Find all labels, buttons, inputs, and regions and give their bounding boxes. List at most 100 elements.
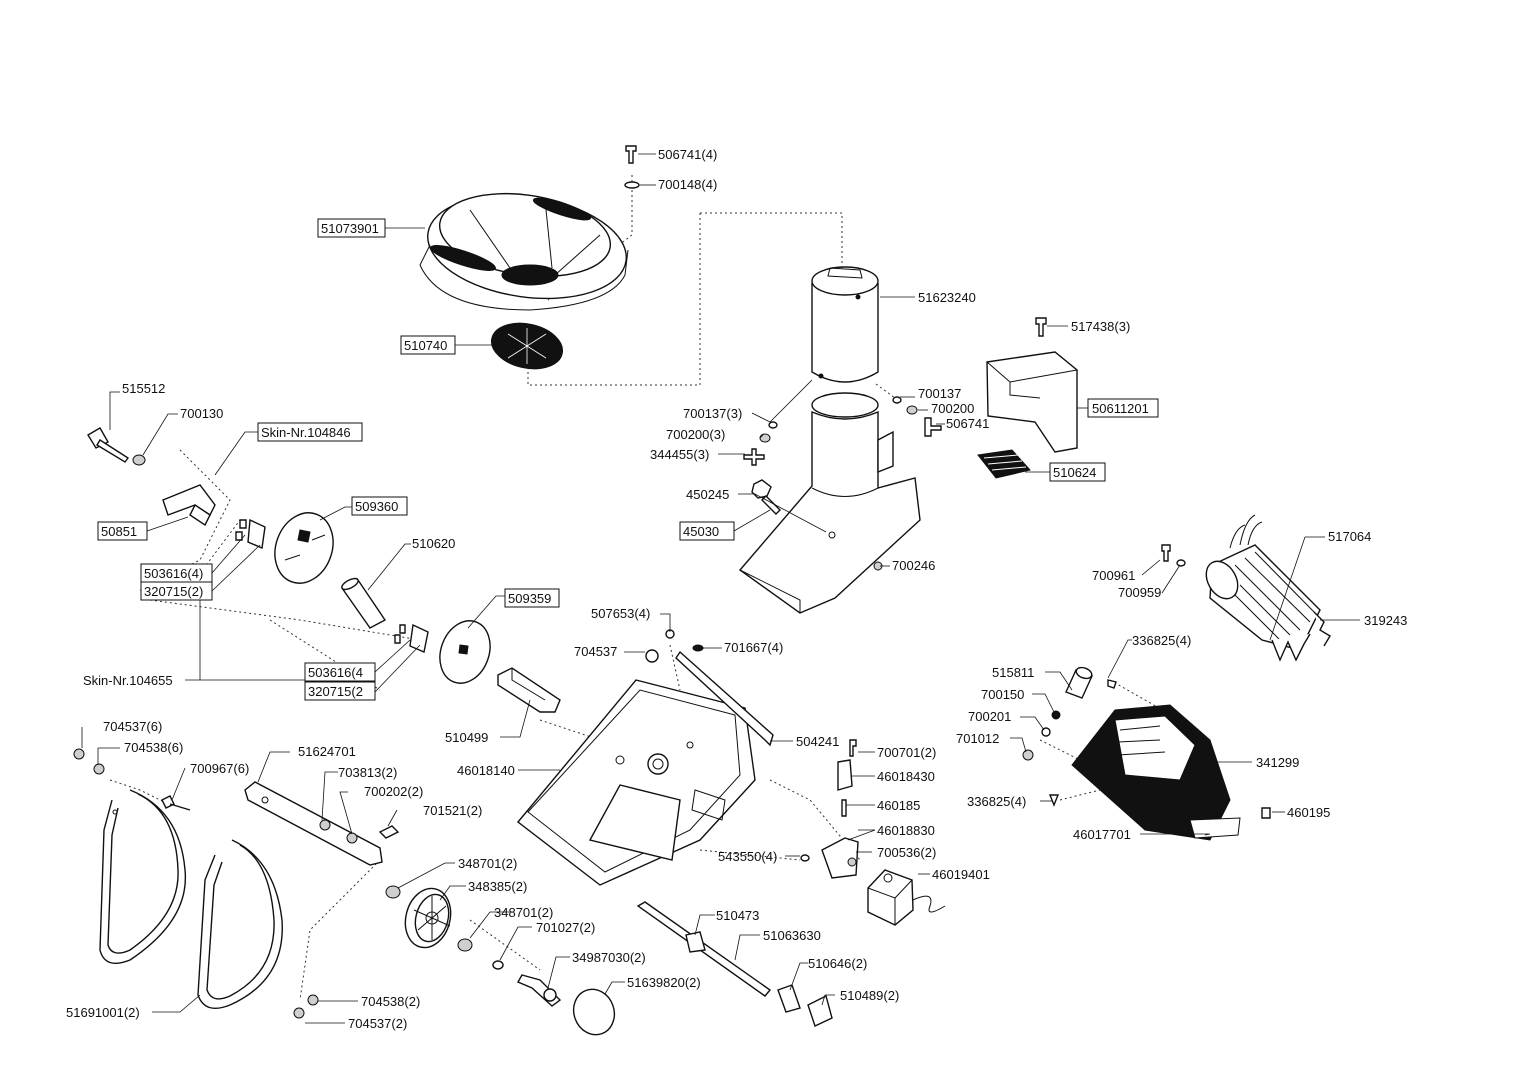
label-510473: 510473 <box>716 908 759 923</box>
label-348701-2-b: 348701(2) <box>494 905 553 920</box>
label-320715-2-b: 320715(2 <box>308 684 363 699</box>
grille-510624 <box>977 449 1031 479</box>
label-460185: 460185 <box>877 798 920 813</box>
label-704538-6: 704538(6) <box>124 740 183 755</box>
label-703813-2: 703813(2) <box>338 765 397 780</box>
label-336825-4-b: 336825(4) <box>967 794 1026 809</box>
label-700200-3: 700200(3) <box>666 427 725 442</box>
label-510489-2: 510489(2) <box>840 988 899 1003</box>
capacitor-515811 <box>1022 666 1093 761</box>
label-503616-4-a: 503616(4) <box>144 566 203 581</box>
label-46018140: 46018140 <box>457 763 515 778</box>
label-46017701: 46017701 <box>1073 827 1131 842</box>
label-450245: 450245 <box>686 487 729 502</box>
assembly-guides <box>109 175 1181 1001</box>
part-510499 <box>497 667 561 713</box>
label-51623240: 51623240 <box>918 290 976 305</box>
label-509360: 509360 <box>355 499 398 514</box>
label-701027-2: 701027(2) <box>536 920 595 935</box>
label-348385-2: 348385(2) <box>468 879 527 894</box>
label-510740: 510740 <box>404 338 447 353</box>
part-labels: 506741(4) 700148(4) 51073901 51623240 51… <box>66 147 1407 1031</box>
label-504241: 504241 <box>796 734 839 749</box>
label-510620: 510620 <box>412 536 455 551</box>
leg-right <box>197 839 283 1009</box>
label-700701-2: 700701(2) <box>877 745 936 760</box>
tube-hardware-icons <box>743 396 942 571</box>
disc-509360 <box>274 512 334 584</box>
cover-box-50611201 <box>986 317 1078 453</box>
label-34987030-2: 34987030(2) <box>572 950 646 965</box>
bar-510473 <box>636 901 833 1027</box>
main-frame <box>516 679 756 886</box>
label-510646-2: 510646(2) <box>808 956 867 971</box>
label-700130: 700130 <box>180 406 223 421</box>
label-701012: 701012 <box>956 731 999 746</box>
label-517064: 517064 <box>1328 529 1371 544</box>
label-700200: 700200 <box>931 401 974 416</box>
label-341299: 341299 <box>1256 755 1299 770</box>
label-51073901: 51073901 <box>321 221 379 236</box>
label-510499: 510499 <box>445 730 488 745</box>
leader-lines <box>81 153 1360 1024</box>
label-700961: 700961 <box>1092 568 1135 583</box>
chute-housing <box>738 392 921 614</box>
label-46018830: 46018830 <box>877 823 935 838</box>
label-700967-6: 700967(6) <box>190 761 249 776</box>
label-skin-104655: Skin-Nr.104655 <box>83 673 173 688</box>
shaft-504241 <box>645 629 774 747</box>
label-700137-3: 700137(3) <box>683 406 742 421</box>
label-51063630: 51063630 <box>763 928 821 943</box>
label-515512: 515512 <box>122 381 165 396</box>
label-509359: 509359 <box>508 591 551 606</box>
bracket-50851 <box>162 484 266 550</box>
label-506741-4: 506741(4) <box>658 147 717 162</box>
label-348701-2-a: 348701(2) <box>458 856 517 871</box>
label-704537-2: 704537(2) <box>348 1016 407 1031</box>
wheel-348385 <box>385 885 504 970</box>
label-700137: 700137 <box>918 386 961 401</box>
label-50851: 50851 <box>101 524 137 539</box>
label-700959: 700959 <box>1118 585 1161 600</box>
label-701521-2: 701521(2) <box>423 803 482 818</box>
label-507653-4: 507653(4) <box>591 606 650 621</box>
label-50611201: 50611201 <box>1092 401 1149 416</box>
leg-hardware <box>73 748 319 1019</box>
label-510624: 510624 <box>1053 465 1096 480</box>
leg-left <box>99 789 187 964</box>
top-screw-icons <box>624 145 640 189</box>
label-704538-2: 704538(2) <box>361 994 420 1009</box>
axle-34987030 <box>517 974 616 1036</box>
label-51624701: 51624701 <box>298 744 356 759</box>
label-51639820-2: 51639820(2) <box>627 975 701 990</box>
label-319243: 319243 <box>1364 613 1407 628</box>
motor-screws <box>1161 544 1186 567</box>
label-517438-3: 517438(3) <box>1071 319 1130 334</box>
label-46019401: 46019401 <box>932 867 990 882</box>
label-700246: 700246 <box>892 558 935 573</box>
label-51691001-2: 51691001(2) <box>66 1005 140 1020</box>
sleeve-510620 <box>340 577 387 629</box>
label-700202-2: 700202(2) <box>364 784 423 799</box>
disc-509359 <box>394 620 491 684</box>
label-460195: 460195 <box>1287 805 1330 820</box>
label-700201: 700201 <box>968 709 1011 724</box>
label-700148-4: 700148(4) <box>658 177 717 192</box>
label-336825-4-a: 336825(4) <box>1132 633 1191 648</box>
label-320715-2-a: 320715(2) <box>144 584 203 599</box>
label-skin-104846: Skin-Nr.104846 <box>261 425 351 440</box>
label-515811: 515811 <box>992 665 1034 680</box>
label-boxes <box>97 218 1159 701</box>
label-503616-4-b: 503616(4 <box>308 665 363 680</box>
label-700536-2: 700536(2) <box>877 845 936 860</box>
label-700150: 700150 <box>981 687 1024 702</box>
switch-box <box>867 869 946 926</box>
label-704537: 704537 <box>574 644 617 659</box>
flap-510740 <box>490 322 564 370</box>
knob-icon <box>751 479 781 515</box>
label-46018430: 46018430 <box>877 769 935 784</box>
frame-bar-51624701 <box>244 781 400 866</box>
hopper-part <box>419 192 629 311</box>
